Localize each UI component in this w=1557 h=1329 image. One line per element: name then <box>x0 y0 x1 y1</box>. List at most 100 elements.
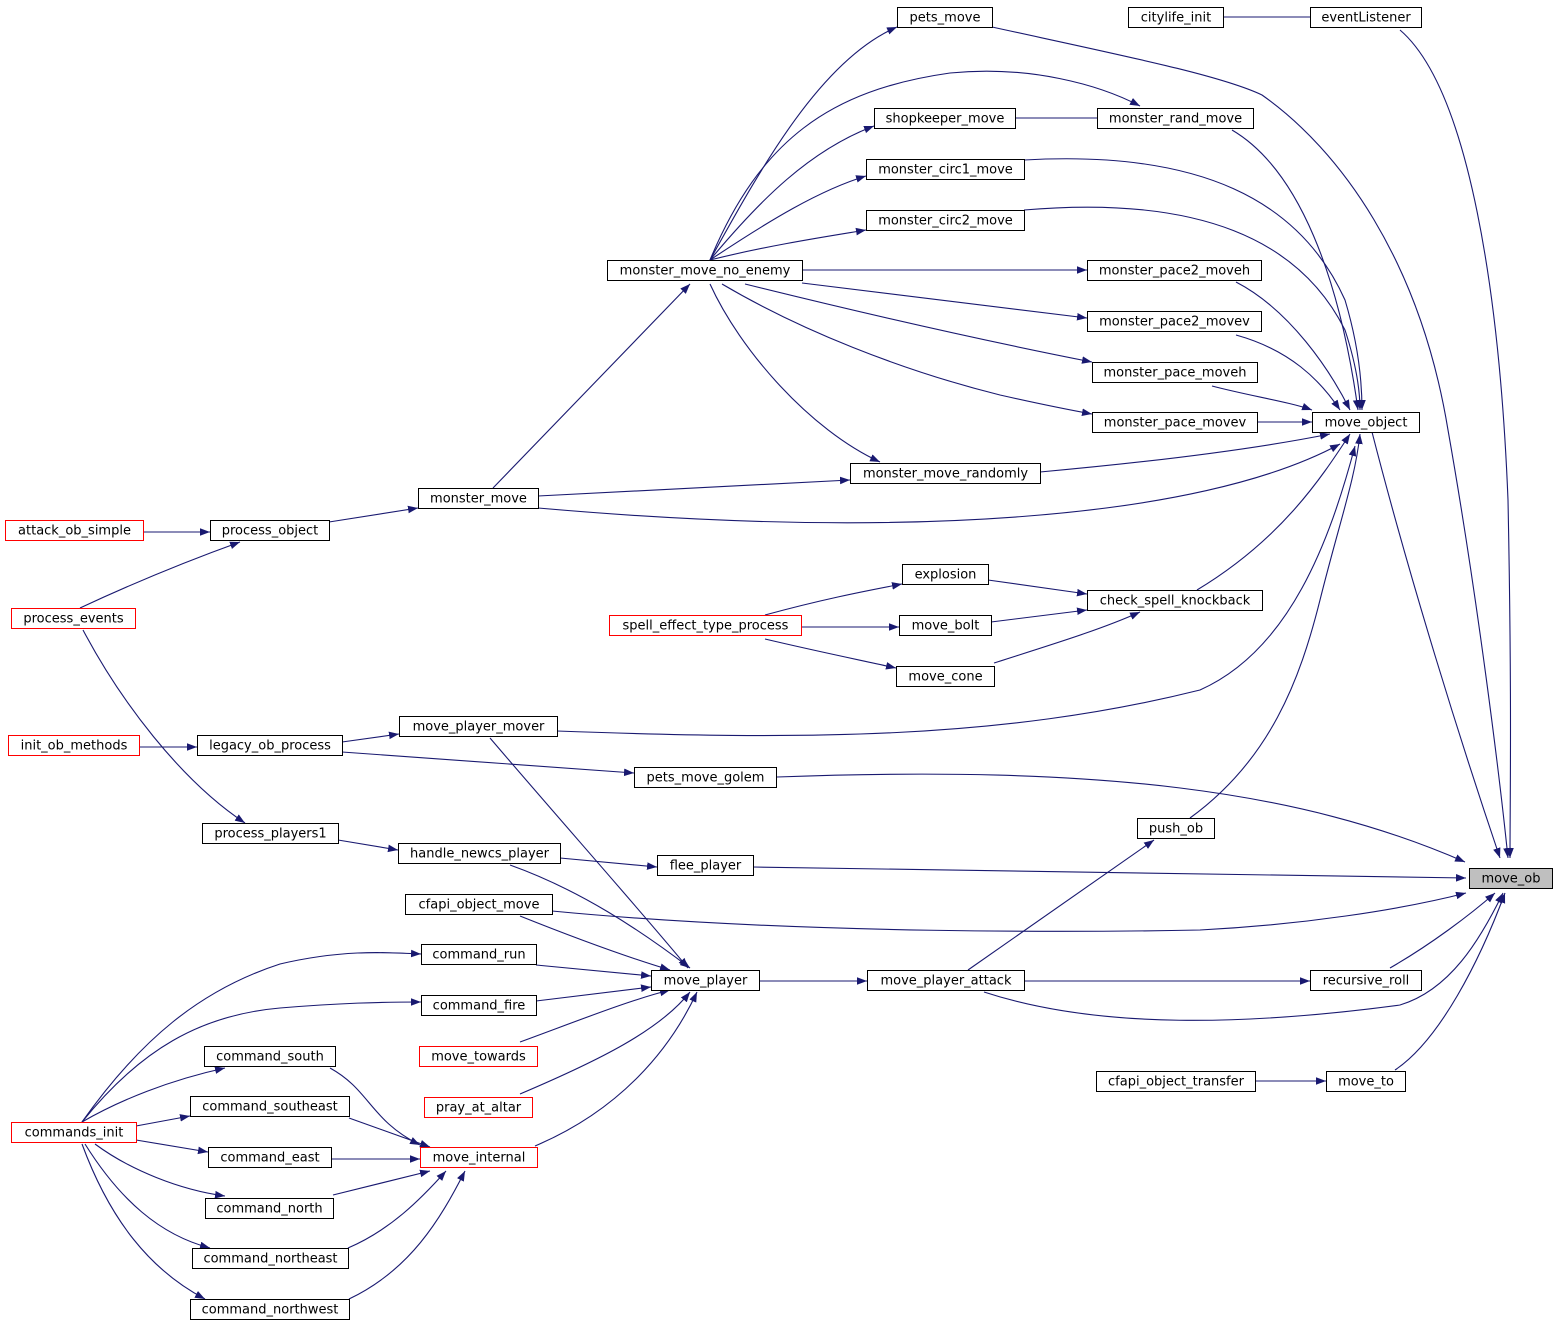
node-monster_pace2_moveh[interactable]: monster_pace2_moveh <box>1087 260 1262 281</box>
edge-process_object-to-monster_move <box>328 505 419 523</box>
node-box <box>210 520 330 541</box>
node-explosion[interactable]: explosion <box>902 564 989 585</box>
node-label: explosion <box>915 568 977 583</box>
node-monster_circ1_move[interactable]: monster_circ1_move <box>866 159 1025 180</box>
edge-monster_move_no_enemy-to-monster_move_randomly <box>709 283 881 463</box>
node-move_player_mover[interactable]: move_player_mover <box>399 716 558 737</box>
node-box <box>398 843 561 864</box>
node-label: check_spell_knockback <box>1100 594 1251 609</box>
node-move_to[interactable]: move_to <box>1326 1071 1406 1092</box>
node-check_spell_knockback[interactable]: check_spell_knockback <box>1087 590 1263 611</box>
node-attack_ob_simple[interactable]: attack_ob_simple <box>5 520 144 541</box>
node-pets_move[interactable]: pets_move <box>897 7 993 28</box>
edge-monster_move_no_enemy-to-monster_circ1_move <box>709 175 867 261</box>
node-box <box>1087 260 1262 281</box>
node-label: attack_ob_simple <box>18 524 131 539</box>
node-label: move_internal <box>433 1151 526 1166</box>
node-command_southeast[interactable]: command_southeast <box>190 1096 350 1117</box>
node-label: monster_pace_movev <box>1104 416 1247 431</box>
node-label: command_north <box>216 1202 322 1217</box>
edge-push_ob-to-move_object <box>1189 433 1363 819</box>
node-label: monster_circ2_move <box>878 214 1013 229</box>
node-process_object[interactable]: process_object <box>210 520 330 541</box>
edge-cfapi_object_move-to-move_ob <box>551 891 1467 932</box>
node-move_towards[interactable]: move_towards <box>419 1046 538 1067</box>
node-label: shopkeeper_move <box>886 112 1005 127</box>
node-monster_rand_move[interactable]: monster_rand_move <box>1097 108 1254 129</box>
node-box <box>634 767 777 788</box>
node-move_internal[interactable]: move_internal <box>420 1147 538 1168</box>
node-command_east[interactable]: command_east <box>208 1147 332 1168</box>
node-label: command_fire <box>433 999 526 1014</box>
node-label: process_object <box>222 524 319 539</box>
node-monster_move[interactable]: monster_move <box>418 488 539 509</box>
edge-move_player_mover-to-move_player <box>489 737 689 969</box>
node-label: process_players1 <box>214 827 326 842</box>
edge-handle_newcs_player-to-move_player <box>509 864 691 969</box>
node-monster_pace_moveh[interactable]: monster_pace_moveh <box>1092 362 1258 383</box>
node-label: move_player <box>664 974 748 989</box>
node-label: move_object <box>1325 416 1408 431</box>
node-box <box>1128 7 1224 28</box>
edge-move_object-to-move_ob <box>1371 431 1501 859</box>
node-handle_newcs_player[interactable]: handle_newcs_player <box>398 843 561 864</box>
node-command_fire[interactable]: command_fire <box>421 995 537 1016</box>
node-box <box>420 1147 538 1168</box>
edge-monster_pace_moveh-to-move_object <box>1211 385 1313 411</box>
node-move_bolt[interactable]: move_bolt <box>899 615 992 636</box>
node-monster_circ2_move[interactable]: monster_circ2_move <box>866 210 1025 231</box>
node-push_ob[interactable]: push_ob <box>1137 818 1215 839</box>
node-eventListener[interactable]: eventListener <box>1310 7 1422 28</box>
node-init_ob_methods[interactable]: init_ob_methods <box>8 735 140 756</box>
node-monster_move_randomly[interactable]: monster_move_randomly <box>850 463 1041 484</box>
edge-monster_move-to-monster_move_randomly <box>537 476 851 497</box>
node-legacy_ob_process[interactable]: legacy_ob_process <box>197 735 343 756</box>
node-move_ob[interactable]: move_ob <box>1469 868 1553 889</box>
node-label: pets_move <box>910 11 981 26</box>
node-cfapi_object_move[interactable]: cfapi_object_move <box>405 894 553 915</box>
node-box <box>1097 108 1254 129</box>
node-process_players1[interactable]: process_players1 <box>202 823 339 844</box>
edge-monster_circ1_move-to-move_object <box>1023 158 1366 411</box>
edge-move_player_attack-to-push_ob <box>967 839 1155 971</box>
node-monster_pace2_movev[interactable]: monster_pace2_movev <box>1087 311 1262 332</box>
node-commands_init[interactable]: commands_init <box>11 1122 137 1143</box>
node-flee_player[interactable]: flee_player <box>657 855 754 876</box>
node-command_run[interactable]: command_run <box>421 944 537 965</box>
node-move_cone[interactable]: move_cone <box>896 666 995 687</box>
node-move_player[interactable]: move_player <box>651 970 760 991</box>
node-box <box>1087 590 1263 611</box>
node-box <box>405 894 553 915</box>
edge-pray_at_altar-to-move_player <box>519 991 691 1095</box>
node-box <box>11 608 136 629</box>
edge-command_southeast-to-move_internal <box>348 1117 431 1148</box>
node-command_northwest[interactable]: command_northwest <box>190 1299 350 1320</box>
node-box <box>899 615 992 636</box>
node-command_south[interactable]: command_south <box>204 1046 336 1067</box>
node-process_events[interactable]: process_events <box>11 608 136 629</box>
edge-monster_move_no_enemy-to-monster_circ2_move <box>709 227 867 261</box>
edge-monster_move_no_enemy-to-monster_rand_move <box>709 70 1141 261</box>
edge-monster_move_no_enemy-to-monster_pace_moveh <box>744 283 1093 364</box>
node-label: move_player_mover <box>413 720 545 735</box>
node-cfapi_object_transfer[interactable]: cfapi_object_transfer <box>1096 1071 1256 1092</box>
edge-monster_pace2_moveh-to-move_object <box>1235 281 1351 411</box>
node-recursive_roll[interactable]: recursive_roll <box>1310 970 1422 991</box>
node-command_northeast[interactable]: command_northeast <box>192 1248 349 1269</box>
node-pray_at_altar[interactable]: pray_at_altar <box>424 1097 533 1118</box>
edge-monster_move_no_enemy-to-pets_move <box>709 26 898 261</box>
edge-eventListener-to-move_ob <box>1399 29 1514 859</box>
node-box <box>896 666 995 687</box>
node-command_north[interactable]: command_north <box>205 1198 334 1219</box>
edge-pets_move_golem-to-move_ob <box>776 773 1466 863</box>
node-move_object[interactable]: move_object <box>1312 412 1420 433</box>
node-label: flee_player <box>670 859 742 874</box>
node-move_player_attack[interactable]: move_player_attack <box>867 970 1025 991</box>
node-monster_move_no_enemy[interactable]: monster_move_no_enemy <box>607 260 803 281</box>
node-citylife_init[interactable]: citylife_init <box>1128 7 1224 28</box>
node-label: move_towards <box>431 1050 526 1065</box>
node-spell_effect_type_process[interactable]: spell_effect_type_process <box>609 615 802 636</box>
node-shopkeeper_move[interactable]: shopkeeper_move <box>874 108 1016 129</box>
node-pets_move_golem[interactable]: pets_move_golem <box>634 767 777 788</box>
node-monster_pace_movev[interactable]: monster_pace_movev <box>1092 412 1258 433</box>
